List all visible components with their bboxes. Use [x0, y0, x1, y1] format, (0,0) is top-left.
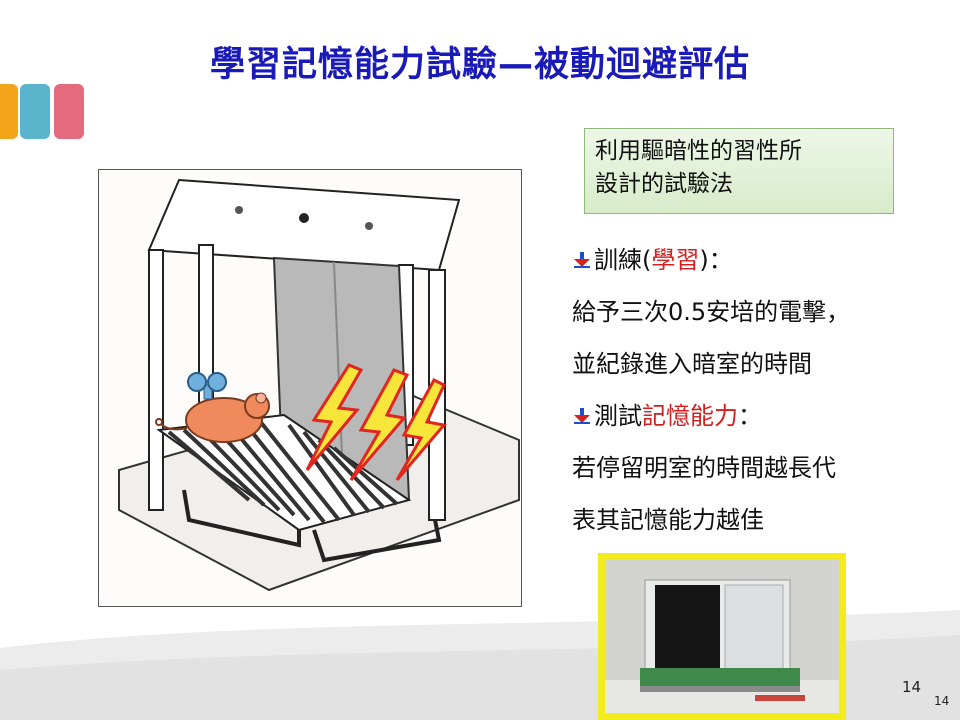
bullet-training: 訓練(學習)： — [572, 240, 952, 292]
test-line-2: 表其記憶能力越佳 — [572, 506, 764, 534]
callout-box: 利用驅暗性的習性所 設計的試驗法 — [584, 128, 894, 214]
callout-line-1: 利用驅暗性的習性所 — [595, 138, 802, 164]
training-line-1: 給予三次0.5安培的電擊， — [572, 298, 851, 326]
arrow-down-bullet-icon — [574, 252, 590, 268]
decor-tile-pink — [54, 84, 84, 139]
page-number: 14 — [902, 678, 922, 696]
apparatus-photo — [598, 553, 846, 720]
training-line-2: 並紀錄進入暗室的時間 — [572, 350, 812, 378]
test-prefix: 測試 — [594, 402, 642, 430]
callout-line-2: 設計的試驗法 — [595, 171, 733, 197]
arrow-down-bullet-icon — [574, 408, 590, 424]
apparatus-drawing — [118, 178, 520, 592]
decor-tile-orange — [0, 84, 18, 139]
test-highlight: 記憶能力 — [642, 402, 738, 430]
lightning-bolt-icon — [305, 363, 447, 481]
training-prefix: 訓練( — [594, 246, 652, 274]
slide-title: 學習記憶能力試驗—被動迴避評估 — [209, 45, 750, 85]
apparatus-illustration — [98, 169, 522, 607]
bullet-list: 訓練(學習)： 給予三次0.5安培的電擊， 並紀錄進入暗室的時間 測試記憶能力：… — [572, 240, 952, 552]
wind-up-mouse-icon — [155, 372, 270, 443]
training-suffix: )： — [699, 246, 733, 274]
test-suffix: ： — [738, 402, 762, 430]
test-line-1: 若停留明室的時間越長代 — [572, 454, 836, 482]
training-highlight: 學習 — [651, 246, 700, 274]
bullet-test: 測試記憶能力： — [572, 396, 952, 448]
decor-tile-blue — [20, 84, 50, 139]
apparatus-photo-drawing — [605, 560, 839, 713]
page-number-small: 14 — [934, 694, 950, 708]
